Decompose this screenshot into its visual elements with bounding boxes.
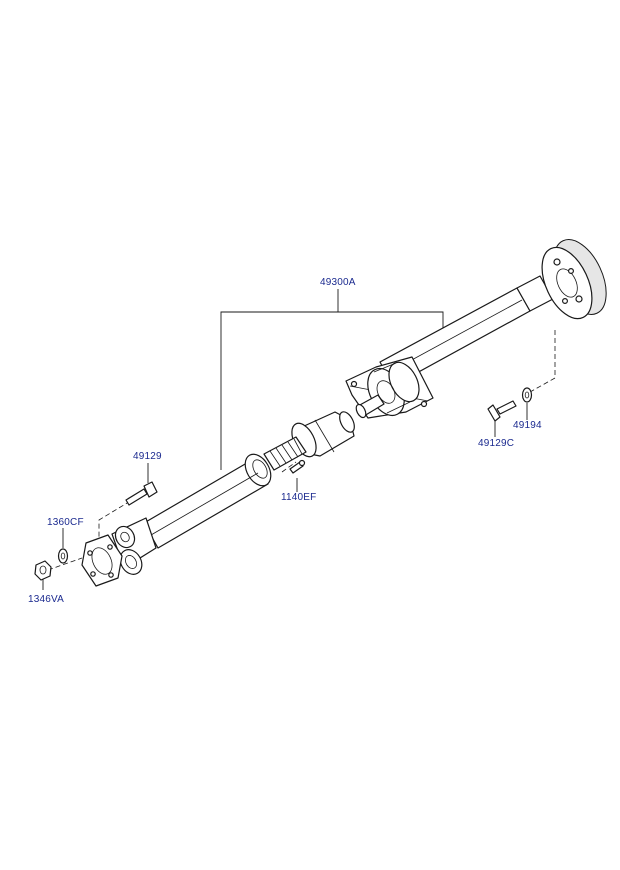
callout-49194[interactable]: 49194: [513, 420, 542, 431]
bolt-49129C: [487, 400, 517, 422]
spline-shaft: [263, 436, 307, 471]
front-nut-alignment: [47, 557, 83, 571]
stub-shaft: [355, 394, 385, 419]
front-bolt-alignment: [98, 496, 138, 540]
washer-1360CF: [57, 548, 69, 564]
callout-49129[interactable]: 49129: [133, 451, 162, 462]
callout-1360CF[interactable]: 1360CF: [47, 517, 84, 528]
alignment-lines: [47, 330, 556, 571]
front-flange: [81, 534, 123, 587]
rear-bolt-alignment: [529, 330, 556, 393]
rear-flange-disc: [541, 239, 607, 320]
callout-49129C[interactable]: 49129C: [478, 438, 515, 449]
pin-1140EF: [289, 459, 306, 474]
callout-49300A[interactable]: 49300A: [320, 277, 356, 288]
front-shaft-tube: [143, 453, 272, 549]
nut-1346VA: [34, 560, 52, 581]
callout-1140EF[interactable]: 1140EF: [281, 492, 317, 503]
bolt-49129: [125, 481, 158, 506]
center-pin-alignment: [281, 461, 297, 473]
callout-1346VA[interactable]: 1346VA: [28, 594, 65, 605]
washer-49194: [521, 387, 533, 403]
